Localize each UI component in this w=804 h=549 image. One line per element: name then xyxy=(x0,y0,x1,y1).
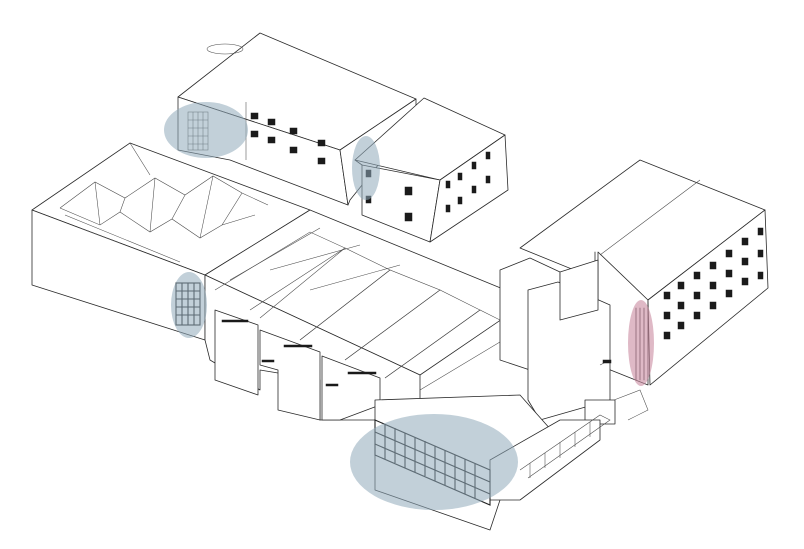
gable-building xyxy=(354,97,509,243)
mid-right-blocks xyxy=(499,257,649,425)
shed-windows xyxy=(221,319,377,387)
highlight-ellipse-gable-corner xyxy=(352,136,380,200)
central-sheds xyxy=(204,209,531,421)
highlight-ellipse-red-facade xyxy=(628,300,654,386)
highlight-overlays xyxy=(164,102,654,510)
highlight-ellipse-front-glass xyxy=(350,414,518,510)
highlight-ellipse-hall-grid xyxy=(171,272,207,338)
tall-building-windows xyxy=(663,227,764,340)
exterior-stair xyxy=(519,414,611,479)
highlight-ellipse-back-glass xyxy=(164,102,248,158)
back-building-windows xyxy=(250,112,326,165)
